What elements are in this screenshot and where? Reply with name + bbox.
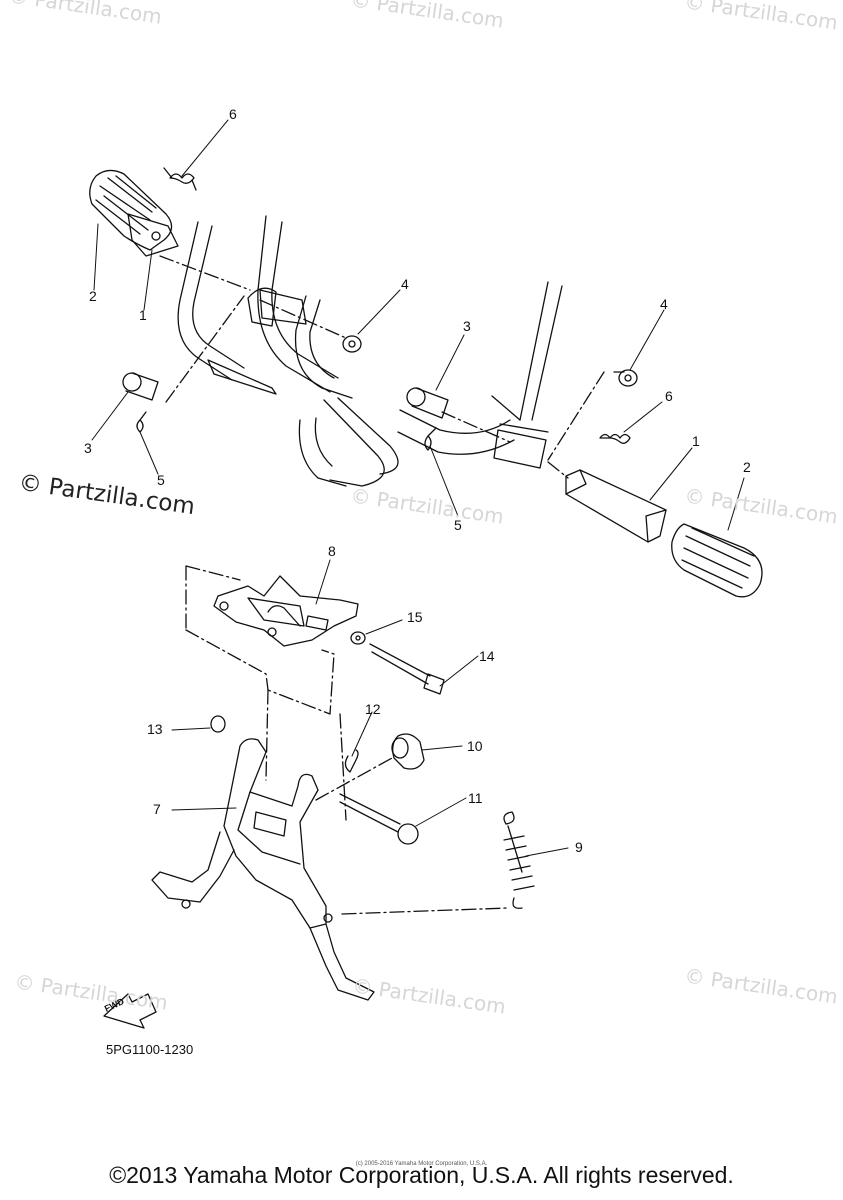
callout-1: 1 <box>692 433 700 449</box>
callout-10: 10 <box>467 738 483 754</box>
leader-lines <box>91 119 745 857</box>
callout-1: 1 <box>139 307 147 323</box>
callout-6: 6 <box>229 106 237 122</box>
bolt-14-washer-15 <box>350 631 445 695</box>
callout-12: 12 <box>365 701 381 717</box>
callout-13: 13 <box>147 721 163 737</box>
callout-4: 4 <box>401 276 409 292</box>
center-stand <box>151 738 375 1001</box>
callout-14: 14 <box>479 648 495 664</box>
callout-9: 9 <box>575 839 583 855</box>
callout-5: 5 <box>157 472 165 488</box>
callout-7: 7 <box>153 801 161 817</box>
callout-2: 2 <box>89 288 97 304</box>
assembly-lines-lower <box>315 757 509 915</box>
fwd-arrow-icon <box>103 993 157 1029</box>
assembly-lines-upper <box>159 255 625 479</box>
callout-6: 6 <box>665 388 673 404</box>
washers-and-pins <box>122 335 638 451</box>
diagram-code: 5PG1100-1230 <box>106 1042 194 1057</box>
footrest-left <box>89 167 197 257</box>
callout-3: 3 <box>84 440 92 456</box>
stand-bracket <box>213 575 359 647</box>
callout-2: 2 <box>743 459 751 475</box>
callout-5: 5 <box>454 517 462 533</box>
callout-3: 3 <box>463 318 471 334</box>
callout-4: 4 <box>660 296 668 312</box>
footrest-right <box>565 433 763 598</box>
frame-tubes <box>177 215 563 487</box>
callout-11: 11 <box>468 790 483 806</box>
spring-rubber-pin-clip <box>339 733 535 909</box>
callout-8: 8 <box>328 543 336 559</box>
copyright-footer: ©2013 Yamaha Motor Corporation, U.S.A. A… <box>109 1162 734 1188</box>
fine-print: (c) 2005-2016 Yamaha Motor Corporation, … <box>355 1161 488 1167</box>
callout-15: 15 <box>407 609 423 625</box>
washer-13 <box>210 715 226 733</box>
assembly-lines-bracket <box>185 565 347 821</box>
